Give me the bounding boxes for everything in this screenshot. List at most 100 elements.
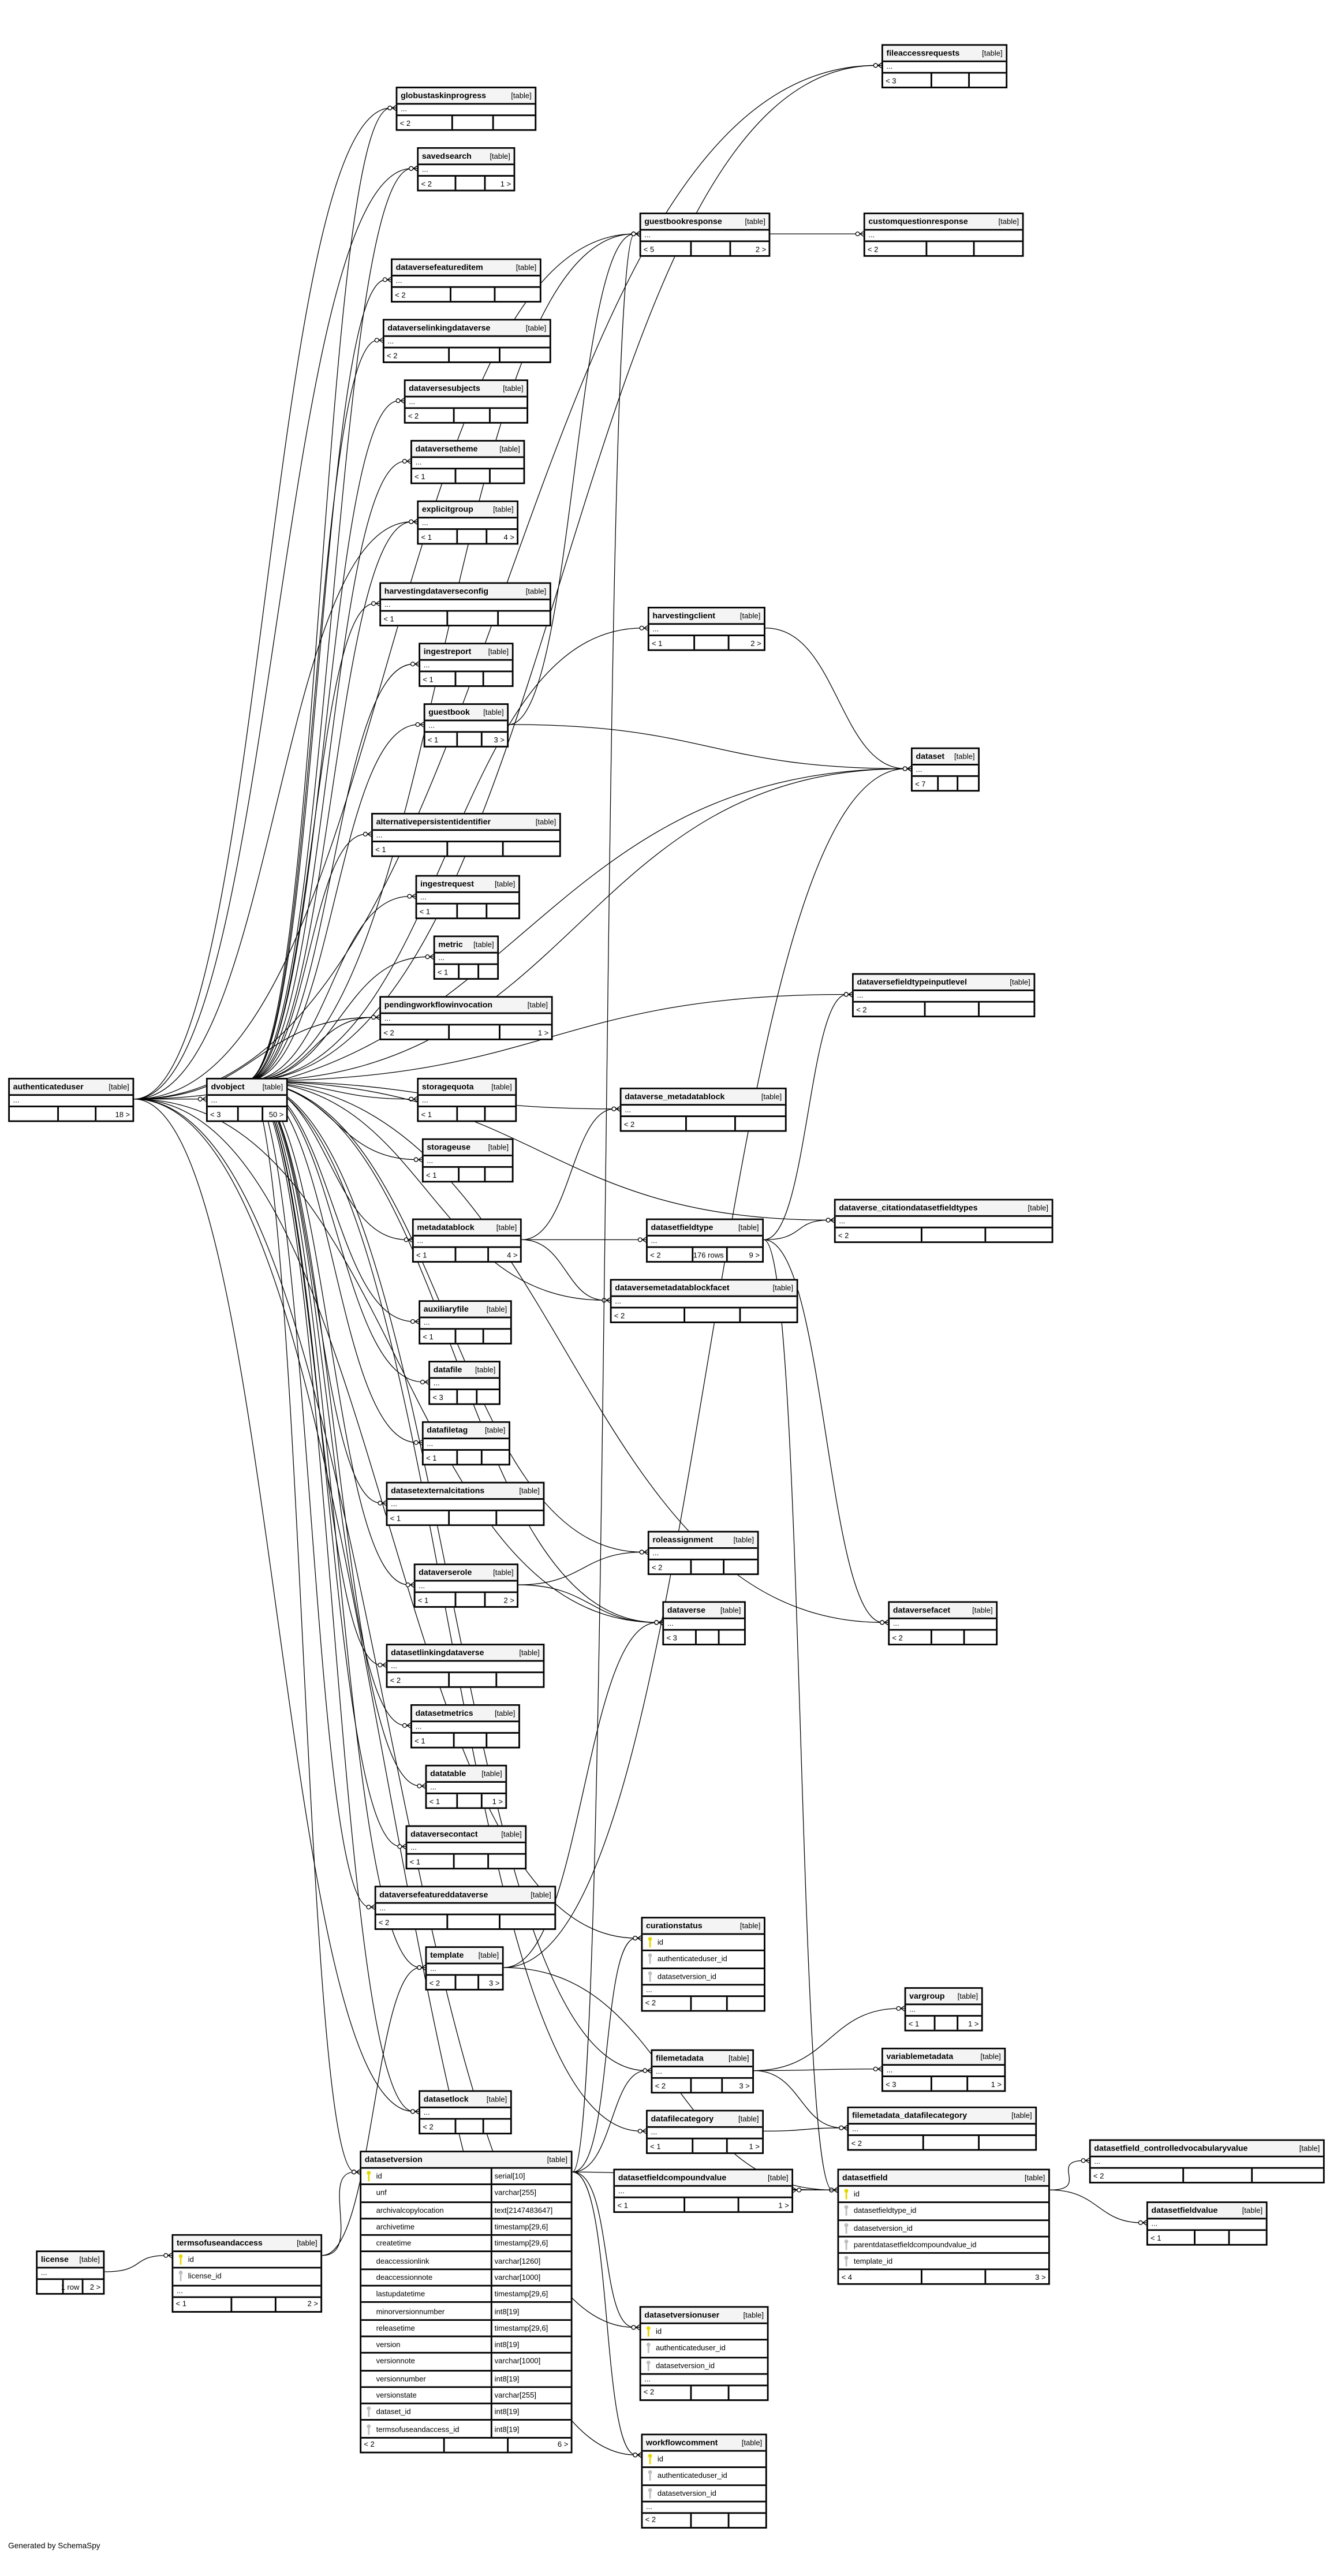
table-name[interactable]: fileaccessrequests [886, 48, 960, 58]
table-name[interactable]: datasetversion [364, 2155, 423, 2165]
table-name[interactable]: datasetfieldtype [651, 1222, 714, 1233]
parents-count[interactable]: < 1 [906, 2017, 936, 2030]
column-row[interactable]: authenticateduser_id [641, 2341, 767, 2358]
children-count[interactable]: 1 > [492, 1797, 503, 1805]
table-name[interactable]: dataversefacet [892, 1605, 951, 1615]
more-columns-row[interactable]: ... [413, 1237, 520, 1248]
table-name[interactable]: datasetmetrics [415, 1708, 473, 1719]
more-columns-row[interactable]: ... [412, 1722, 519, 1734]
children-count[interactable]: 3 > [739, 2081, 750, 2090]
table-roleassignment[interactable]: roleassignment[table]...< 2 [647, 1530, 759, 1576]
more-columns-row[interactable]: ... [647, 1237, 763, 1248]
children-count[interactable]: 2 > [89, 2282, 101, 2291]
parents-count[interactable]: < 2 [384, 348, 451, 362]
more-columns-row[interactable]: ... [419, 1096, 516, 1107]
more-columns-row[interactable]: ... [419, 518, 517, 530]
column-row[interactable]: datasetversion_id [643, 2485, 765, 2503]
children-count[interactable]: 2 > [750, 639, 761, 647]
children-count[interactable] [483, 2120, 510, 2133]
table-filemetadata-datafilecategory[interactable]: filemetadata_datafilecategory[table]...<… [847, 2106, 1037, 2151]
parents-count[interactable]: < 2 [854, 1002, 926, 1016]
table-name[interactable]: alternativepersistentidentifier [376, 817, 491, 827]
parents-count[interactable]: < 2 [612, 1308, 686, 1322]
table-name[interactable]: roleassignment [652, 1535, 714, 1545]
more-columns-row[interactable]: ... [883, 62, 1006, 74]
table-name[interactable]: dataversefeatureditem [395, 262, 483, 272]
table-name[interactable]: template [430, 1950, 464, 1961]
children-count[interactable] [500, 348, 550, 361]
parents-count[interactable]: < 1 [416, 1593, 456, 1607]
more-columns-row[interactable]: ... [419, 165, 514, 177]
table-name[interactable]: datasetversionuser [644, 2310, 720, 2320]
table-name[interactable]: filemetadata_datafilecategory [851, 2110, 968, 2120]
more-columns-row[interactable]: ... [38, 2268, 103, 2280]
children-count[interactable] [495, 288, 539, 301]
more-columns-row[interactable]: ... [387, 1662, 543, 1674]
more-columns-row[interactable]: ... [415, 1582, 517, 1593]
column-row[interactable]: license_id [173, 2269, 321, 2286]
table-name[interactable]: explicitgroup [421, 504, 473, 514]
more-columns-row[interactable]: ... [420, 2108, 510, 2120]
table-name[interactable]: dataversesubjects [409, 383, 480, 394]
table-name[interactable]: datasetlinkingdataverse [391, 1648, 484, 1658]
parents-count[interactable]: < 2 [427, 1976, 457, 1989]
table-datasetlock[interactable]: datasetlock[table]...< 2 [419, 2090, 512, 2135]
more-columns-row[interactable]: ... [412, 458, 524, 470]
table-name[interactable]: harvestingdataverseconfig [384, 586, 489, 596]
children-count[interactable] [727, 1997, 764, 2010]
table-name[interactable]: dataverse_metadatablock [625, 1092, 725, 1102]
parents-count[interactable]: < 5 [641, 242, 692, 255]
children-count[interactable] [483, 1451, 509, 1464]
children-count[interactable] [729, 2386, 767, 2399]
parents-count[interactable]: < 2 [641, 2386, 692, 2399]
more-columns-row[interactable]: ... [423, 1439, 509, 1451]
children-count[interactable] [736, 1117, 785, 1130]
parents-count[interactable] [10, 1107, 59, 1121]
parents-count[interactable]: < 2 [652, 2078, 693, 2092]
table-datafile[interactable]: datafile[table]...< 3 [428, 1361, 500, 1405]
parents-count[interactable] [38, 2280, 64, 2293]
more-columns-row[interactable]: ... [615, 2187, 792, 2198]
more-columns-row[interactable]: ... [1148, 2219, 1266, 2231]
parents-count[interactable]: < 2 [649, 1560, 693, 1574]
more-columns-row[interactable]: ... [835, 1217, 1052, 1229]
table-name[interactable]: dataverse_citationdatasetfieldtypes [839, 1203, 978, 1213]
children-count[interactable] [490, 469, 524, 483]
parents-count[interactable]: < 3 [883, 73, 932, 87]
children-count[interactable] [1231, 2231, 1266, 2244]
more-columns-row[interactable]: ... [372, 831, 559, 842]
table-datasetmetrics[interactable]: datasetmetrics[table]...< 1 [410, 1704, 520, 1749]
table-name[interactable]: metadatablock [417, 1222, 475, 1233]
column-row[interactable]: datasetversion_id [839, 2220, 1048, 2238]
column-row[interactable]: template_id [839, 2254, 1048, 2271]
table-name[interactable]: dataversetheme [415, 444, 478, 454]
children-count[interactable]: 50 > [268, 1110, 284, 1118]
more-columns-row[interactable]: ... [420, 661, 512, 673]
table-dataset[interactable]: dataset[table]...< 7 [910, 747, 980, 792]
parents-count[interactable]: < 1 [381, 611, 449, 625]
more-columns-row[interactable]: ... [435, 954, 498, 965]
more-columns-row[interactable]: ... [649, 1549, 757, 1560]
table-name[interactable]: dataverserole [419, 1567, 472, 1578]
table-datasetfieldvalue[interactable]: datasetfieldvalue[table]...< 1 [1146, 2201, 1268, 2246]
table-name[interactable]: datafilecategory [651, 2114, 714, 2124]
more-columns-row[interactable]: ... [173, 2286, 321, 2298]
table-name[interactable]: dataversecontact [410, 1829, 478, 1839]
table-name[interactable]: dvobject [211, 1082, 245, 1092]
column-row[interactable]: id [643, 1935, 764, 1952]
column-row[interactable]: datasetversion_id [641, 2358, 767, 2375]
parents-count[interactable]: < 1 [419, 1107, 458, 1121]
